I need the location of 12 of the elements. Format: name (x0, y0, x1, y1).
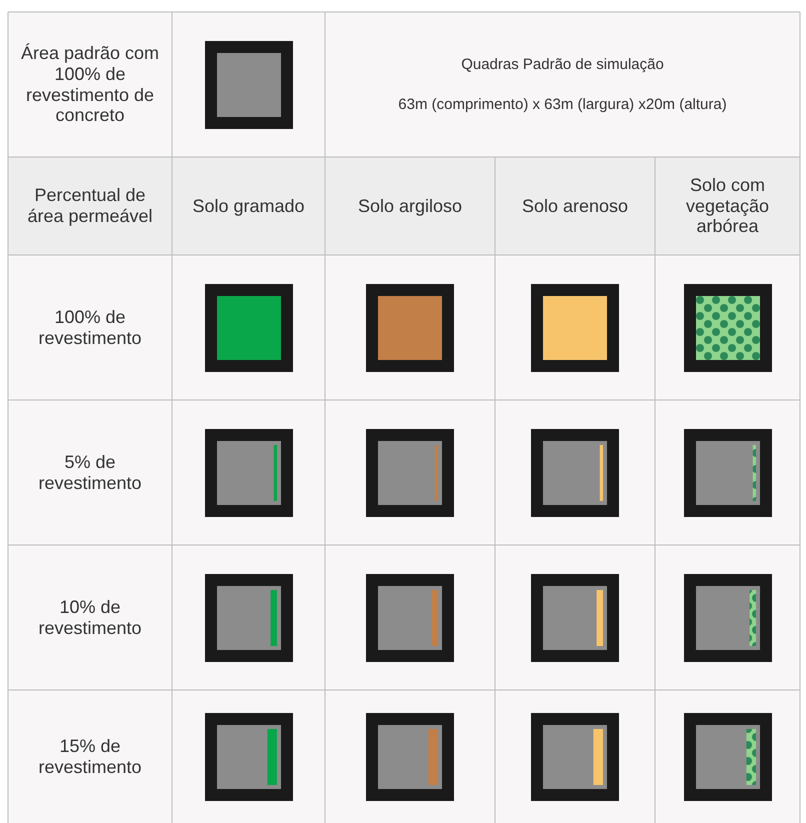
row-header: 5% de revestimento (37, 452, 143, 494)
row-header: 100% de revestimento (37, 306, 143, 348)
table-title: Quadras Padrão de simulação (461, 56, 664, 74)
column-header: Solo com vegetação arbórea (684, 174, 770, 238)
row-header: Percentual de área permeável (26, 185, 154, 227)
column-header: Solo argiloso (358, 196, 462, 216)
row-header: Área padrão com 100% de revestimento de concreto (20, 43, 160, 126)
column-header: Solo arenoso (522, 196, 628, 216)
column-header: Solo gramado (192, 196, 305, 216)
row-header: 10% de revestimento (37, 596, 143, 638)
dimensions-text: 63m (comprimento) x 63m (largura) x20m (altura) (398, 96, 727, 114)
row-header: 15% de revestimento (37, 736, 143, 778)
